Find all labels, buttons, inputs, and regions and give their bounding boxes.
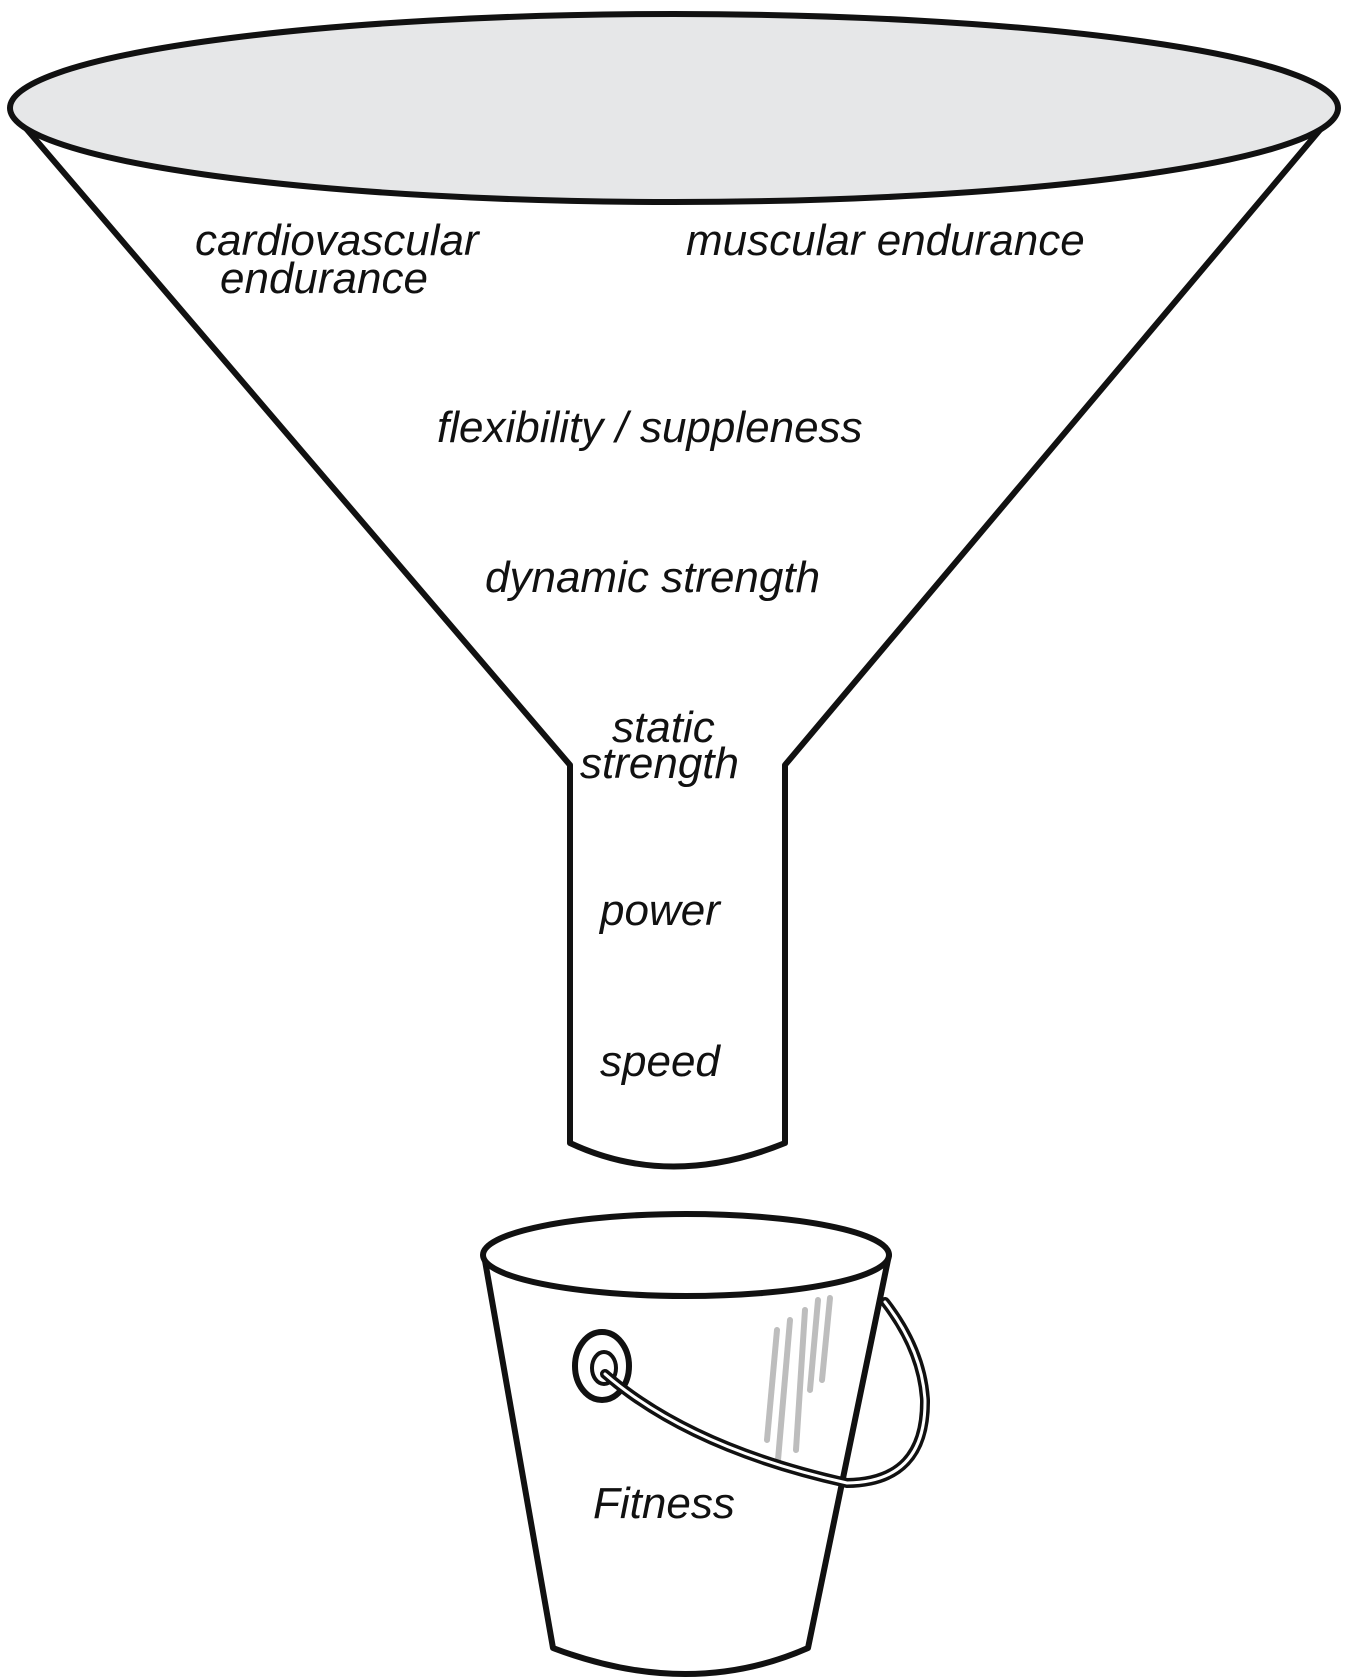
bucket (480, 1211, 931, 1677)
bucket-rim (480, 1211, 892, 1299)
label-static-line1: static (612, 703, 715, 752)
label-static-line2: strength (580, 739, 739, 788)
label-cardiovascular-line1: cardiovascular (195, 216, 481, 265)
label-fitness: Fitness (593, 1479, 735, 1528)
label-cardiovascular-endurance: cardiovascular endurance (195, 216, 491, 303)
label-flexibility: flexibility / suppleness (437, 403, 863, 452)
label-cardiovascular-line2: endurance (220, 254, 428, 303)
label-power: power (598, 886, 722, 935)
funnel-rim (7, 11, 1341, 205)
bucket-highlight (764, 1295, 833, 1463)
funnel (7, 11, 1341, 1170)
funnel-cone (9, 110, 1338, 1170)
label-muscular-endurance: muscular endurance (686, 216, 1085, 265)
bucket-handle-inner (603, 1300, 927, 1485)
label-static-strength: static strength (580, 703, 739, 788)
label-dynamic-strength: dynamic strength (485, 553, 820, 602)
label-speed: speed (600, 1037, 721, 1086)
